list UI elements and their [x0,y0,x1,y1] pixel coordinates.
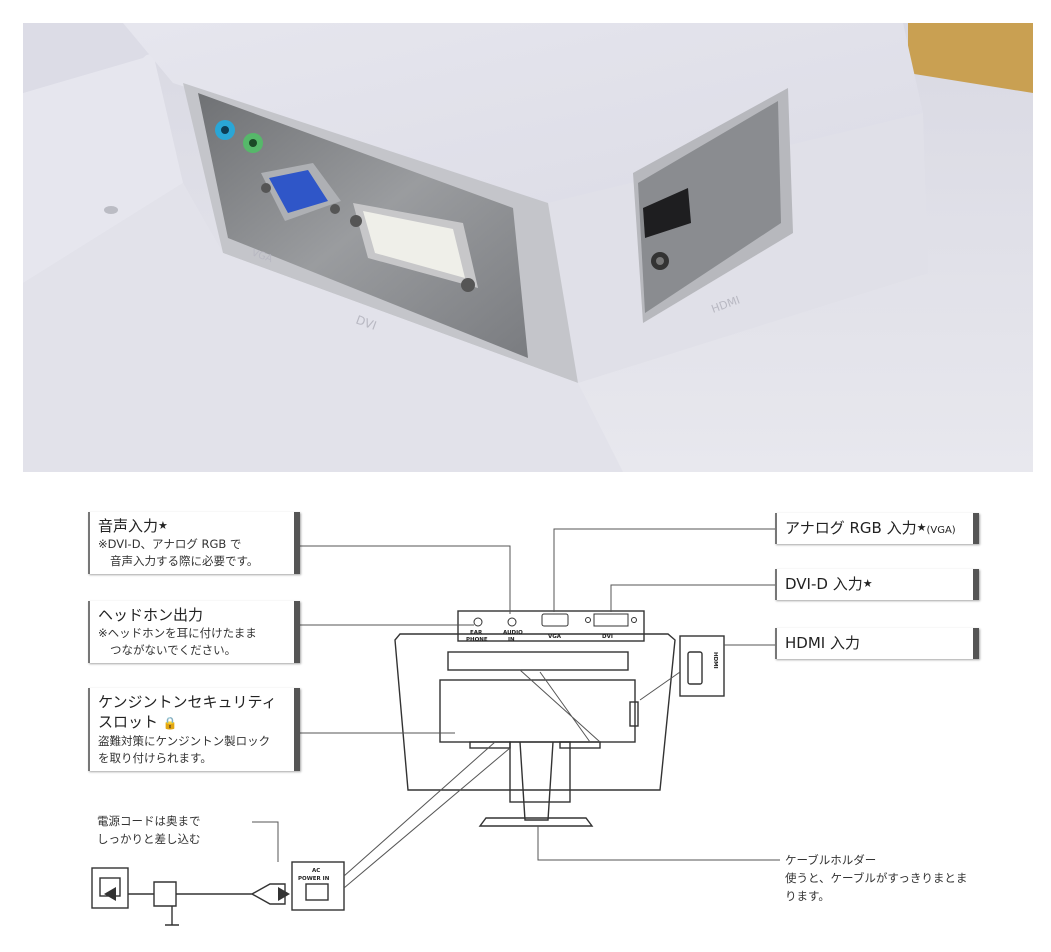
audio-in-note-1: ※DVI-D、アナログ RGB で [98,537,242,551]
photo-dvi-label: DVI [354,313,378,333]
panel-label-phone: PHONE [466,637,488,643]
panel-label-hdmi: HDMI [712,652,718,669]
callout-audio-in: 音声入力★ ※DVI-D、アナログ RGB で 音声入力する際に必要です。 [88,512,300,574]
lock-icon: 🔒 [162,716,178,730]
power-note-2: しっかりと差し込む [97,832,201,846]
photo-illustration: VGA DVI HDMI [23,23,1033,472]
kensington-title-1: ケンジントンセキュリティ [98,693,277,711]
headphone-note-1: ※ヘッドホンを耳に付けたまま [98,626,257,640]
hdmi-panel-metal [638,101,781,313]
power-note-1: 電源コードは奥まで [97,814,201,828]
kensington-title-2: スロット [98,713,159,731]
callout-kensington: ケンジントンセキュリティ スロット 🔒 盗難対策にケンジントン製ロック を取り付… [88,688,300,771]
callout-dvi-d: DVI-D 入力★ [775,569,979,600]
kensington-note-2: を取り付けられます。 [98,751,212,765]
panel-label-power-in: POWER IN [298,876,330,882]
analog-rgb-star: ★ [916,521,927,534]
kensington-note-1: 盗難対策にケンジントン製ロック [98,734,271,748]
cable-holder-title: ケーブルホルダー [785,853,877,867]
monitor-rear-photo: VGA DVI HDMI [23,23,1033,472]
panel-label-in: IN [508,637,515,643]
callout-analog-rgb: アナログ RGB 入力★(VGA) [775,513,979,544]
audio-in-star: ★ [158,519,168,532]
hdmi-port [643,188,691,238]
audio-in-note-2: 音声入力する際に必要です。 [110,554,259,568]
panel-label-ear: EAR [470,630,483,636]
vga-port [269,170,328,213]
dvi-d-title: DVI-D 入力 [785,575,863,593]
panel-label-dvi: DVI [602,634,613,640]
panel-label-ac: AC [312,868,320,874]
analog-rgb-suffix: (VGA) [926,525,956,536]
dvi-d-star: ★ [862,577,873,590]
callout-headphone: ヘッドホン出力 ※ヘッドホンを耳に付けたまま つながないでください。 [88,601,300,663]
headphone-note-2: つながないでください。 [110,643,237,657]
cable-holder-line-1: 使うと、ケーブルがすっきりまとま [785,871,968,885]
callout-hdmi: HDMI 入力 [775,628,979,659]
panel-label-audio: AUDIO [503,630,523,636]
dvi-port [363,211,465,278]
cable-holder-line-2: ります。 [785,889,830,903]
analog-rgb-title: アナログ RGB 入力 [785,519,917,537]
audio-in-title: 音声入力 [98,517,159,535]
cable-holder-note: ケーブルホルダー 使うと、ケーブルがすっきりまとま ります。 [785,851,967,905]
power-note: 電源コードは奥まで しっかりと差し込む [97,812,201,848]
panel-label-vga: VGA [548,634,562,640]
wood-surface [908,23,1033,93]
headphone-title: ヘッドホン出力 [98,606,204,624]
hdmi-title: HDMI 入力 [785,634,860,652]
